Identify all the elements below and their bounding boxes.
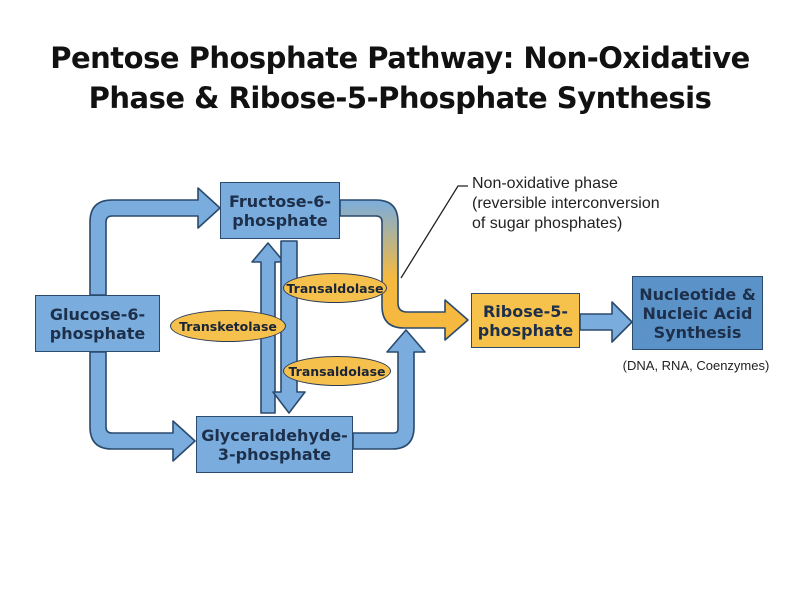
node-nucleotide-label: Nucleotide & Nucleic Acid Synthesis: [639, 284, 756, 342]
node-glucose-label: Glucose-6- phosphate: [49, 304, 146, 343]
node-glucose-6-phosphate: Glucose-6- phosphate: [35, 295, 160, 352]
arrow-fructose-to-ribose: [339, 199, 469, 341]
title-line-1: Pentose Phosphate Pathway: Non-Oxidative: [50, 41, 750, 75]
title-line-2: Phase & Ribose-5-Phosphate Synthesis: [88, 81, 712, 115]
arrow-ribose-to-nucleotide: [579, 301, 633, 343]
diagram-title: Pentose Phosphate Pathway: Non-Oxidative…: [0, 38, 800, 118]
node-nucleotide-synthesis: Nucleotide & Nucleic Acid Synthesis: [632, 276, 763, 350]
enzyme-transaldolase-top: Transaldolase: [283, 273, 387, 303]
enzyme-transketolase-label: Transketolase: [179, 318, 277, 334]
node-fructose-label: Fructose-6- phosphate: [228, 191, 332, 230]
arrow-glyceraldehyde-to-ribose: [352, 329, 426, 450]
node-glyceraldehyde-label: Glyceraldehyde- 3-phosphate: [201, 425, 348, 464]
node-ribose-5-phosphate: Ribose-5- phosphate: [471, 293, 580, 348]
annotation-leader-line: [400, 185, 468, 279]
non-oxidative-phase-annotation: Non-oxidative phase (reversible intercon…: [472, 175, 660, 232]
arrow-glucose-to-fructose: [89, 187, 221, 296]
node-fructose-6-phosphate: Fructose-6- phosphate: [220, 182, 340, 239]
node-glyceraldehyde-3-phosphate: Glyceraldehyde- 3-phosphate: [196, 416, 353, 473]
arrow-glucose-to-glyceraldehyde: [89, 351, 196, 462]
enzyme-transaldolase-bottom: Transaldolase: [283, 356, 391, 386]
nucleotide-subnote: (DNA, RNA, Coenzymes): [622, 358, 770, 373]
enzyme-transaldolase-top-label: Transaldolase: [286, 280, 384, 296]
node-ribose-label: Ribose-5- phosphate: [477, 301, 574, 340]
enzyme-transketolase: Transketolase: [170, 310, 286, 342]
enzyme-transaldolase-bottom-label: Transaldolase: [288, 363, 386, 379]
